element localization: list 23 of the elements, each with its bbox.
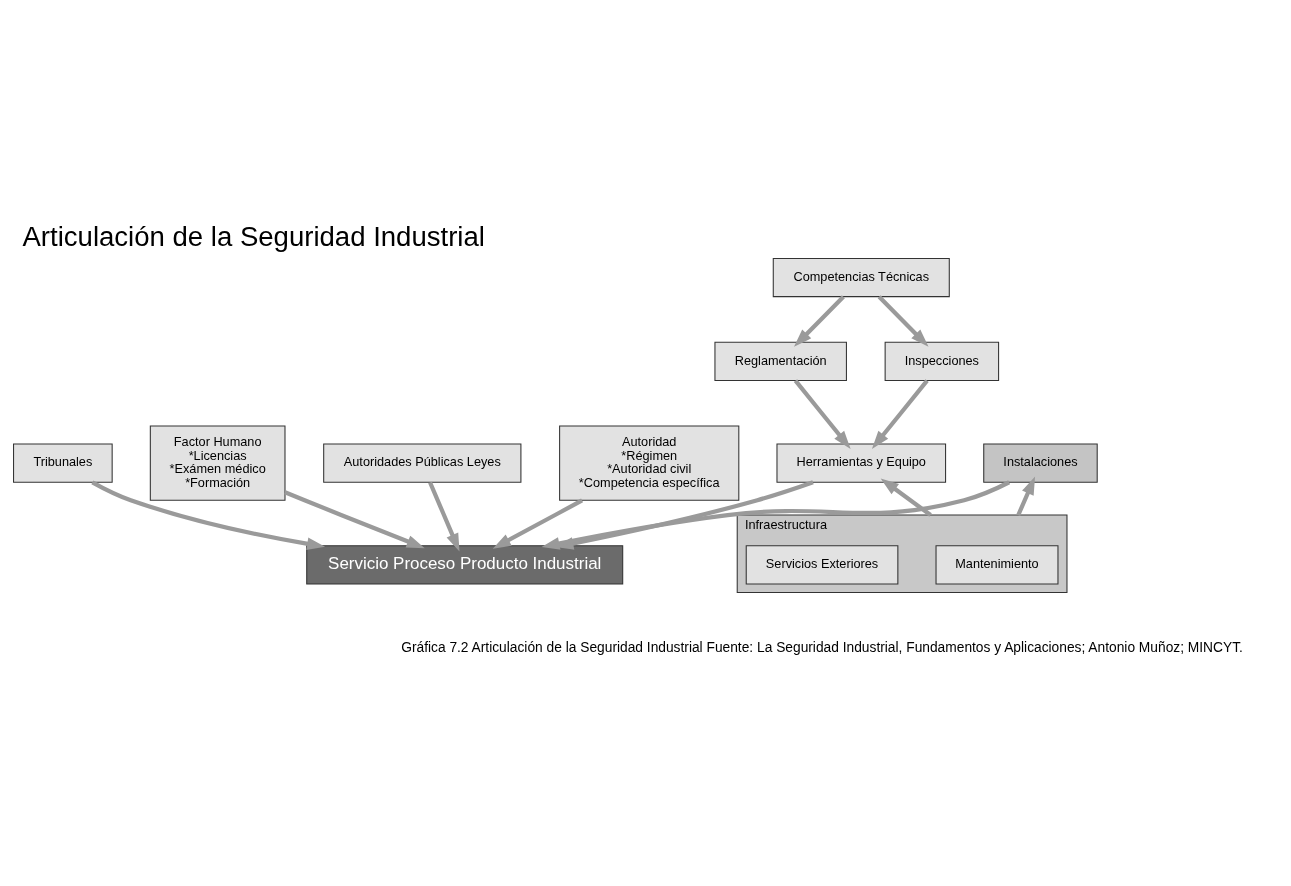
arrow — [284, 489, 425, 548]
node-box: Competencias Técnicas — [772, 257, 950, 297]
arrow — [428, 481, 460, 552]
node-box: Servicios Exteriores — [745, 544, 899, 584]
node-box: Instalaciones — [983, 443, 1098, 483]
node-box: Reglamentación — [714, 341, 847, 381]
arrow — [1016, 476, 1036, 516]
arrow — [880, 477, 932, 517]
arrow — [871, 378, 929, 449]
node-box: Tribunales — [13, 443, 113, 483]
caption: Gráfica 7.2 Articulación de la Seguridad Industrial Fuente: La Seguridad Industrial, Fundamentos y Aplicaciones; Antonio Muñoz; MINCYT. — [401, 639, 1243, 655]
node-box: Mantenimiento — [935, 544, 1059, 584]
node-box: Herramientas y Equipo — [776, 443, 947, 483]
node-box: Autoridades Públicas Leyes — [323, 443, 522, 483]
arrow — [877, 294, 929, 347]
arrow — [793, 378, 851, 449]
node-box: Inspecciones — [884, 341, 1000, 381]
node-box: Autoridad *Régimen *Autoridad civil *Competencia específica — [559, 424, 740, 501]
diagram-title: Articulación de la Seguridad Industrial — [22, 220, 485, 252]
node-box: Servicio Proceso Producto Industrial — [306, 544, 624, 584]
arrow — [794, 294, 845, 347]
arrow — [91, 480, 326, 550]
node-box: Factor Humano *Licencias *Exámen médico *Formación — [149, 424, 286, 501]
